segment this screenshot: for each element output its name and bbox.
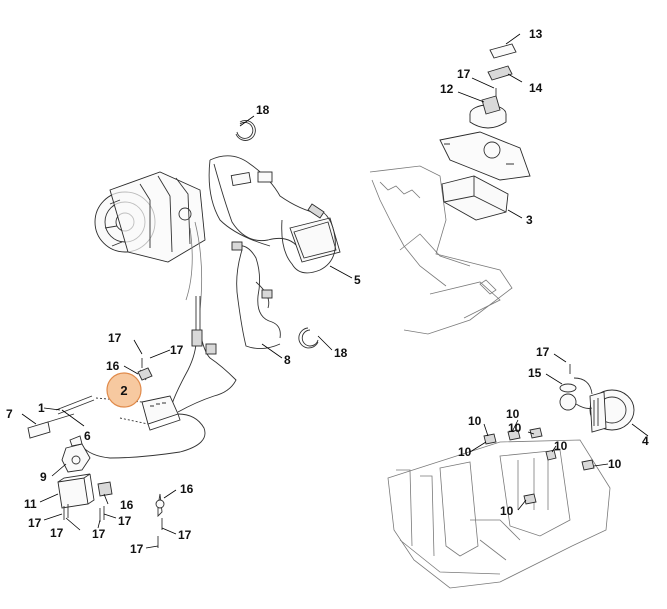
callout-17-bl-a[interactable]: 17	[28, 516, 42, 530]
callout-7[interactable]: 7	[6, 407, 13, 421]
callout-16-b[interactable]: 16	[120, 498, 134, 512]
callout-11[interactable]: 11	[24, 497, 37, 511]
callout-3[interactable]: 3	[526, 213, 533, 227]
upper-housing	[369, 43, 531, 335]
callout-10-c[interactable]: 10	[508, 421, 522, 435]
callout-16-c[interactable]: 16	[180, 482, 194, 496]
retaining-clips	[235, 115, 333, 351]
callout-18-mid[interactable]: 18	[334, 346, 348, 360]
callout-17-top[interactable]: 17	[457, 67, 471, 81]
sensor-cable	[171, 296, 237, 413]
callout-17-bl-f[interactable]: 17	[130, 542, 144, 556]
motor-assembly	[94, 171, 206, 311]
callout-17-right[interactable]: 17	[536, 345, 550, 359]
callout-18-top[interactable]: 18	[256, 103, 270, 117]
highlight-circle-part-2	[106, 372, 142, 408]
wire-harness-5	[208, 155, 353, 279]
callout-10-f[interactable]: 10	[608, 457, 622, 471]
callout-15[interactable]: 15	[528, 366, 542, 380]
callout-17-bl-b[interactable]: 17	[50, 526, 64, 540]
lower-chassis	[387, 427, 611, 589]
small-parts-left	[27, 358, 165, 548]
callout-labels: 2 13 14 17 12 18 3 5 18 8 17 17 16 7 1 6…	[6, 27, 649, 556]
callout-12[interactable]: 12	[440, 82, 454, 96]
leader-lines	[21, 33, 609, 549]
wire-harness-8	[231, 241, 283, 359]
callout-10-d[interactable]: 10	[458, 445, 472, 459]
module-part-2	[81, 395, 206, 459]
callout-17-bl-d[interactable]: 17	[92, 527, 106, 541]
callout-1[interactable]: 1	[38, 401, 45, 415]
callout-17-left-b[interactable]: 17	[170, 343, 184, 357]
callout-13[interactable]: 13	[529, 27, 543, 41]
callout-5[interactable]: 5	[354, 273, 361, 287]
callout-9[interactable]: 9	[40, 470, 47, 484]
callout-17-left-a[interactable]: 17	[108, 331, 122, 345]
callout-10-g[interactable]: 10	[500, 504, 514, 518]
callout-14[interactable]: 14	[529, 81, 543, 95]
callout-10-a[interactable]: 10	[468, 414, 482, 428]
callout-17-bl-c[interactable]: 17	[118, 514, 132, 528]
callout-4[interactable]: 4	[642, 434, 649, 448]
callout-2[interactable]: 2	[120, 383, 127, 398]
callout-10-e[interactable]: 10	[554, 439, 568, 453]
sensor-part-4	[559, 364, 649, 437]
callout-6[interactable]: 6	[84, 429, 91, 443]
callout-10-b[interactable]: 10	[506, 407, 520, 421]
callout-17-bl-e[interactable]: 17	[178, 528, 192, 542]
callout-16-left[interactable]: 16	[106, 359, 120, 373]
callout-8[interactable]: 8	[284, 353, 291, 367]
